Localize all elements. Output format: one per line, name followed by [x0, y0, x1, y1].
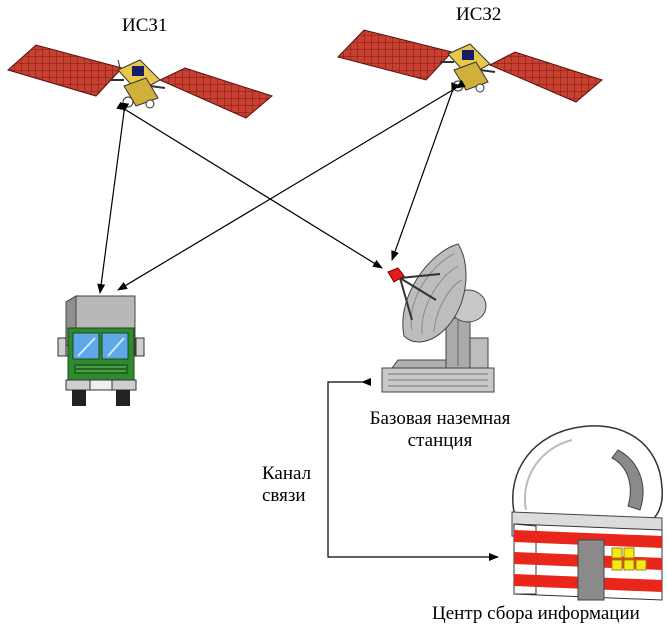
- satellite-dish-icon: [381, 243, 495, 393]
- link-sat2-station: [391, 82, 459, 261]
- data-center-building-icon: [511, 425, 663, 601]
- satellite-1-label: ИСЗ1: [122, 15, 168, 36]
- satellite-2-label: ИСЗ2: [456, 4, 502, 25]
- ground-station-label-line2: станция: [407, 430, 473, 451]
- radio-links: [97, 79, 499, 561]
- channel-label-line2: связи: [262, 485, 306, 506]
- ground-station-label: Базовая наземная станция: [360, 408, 520, 452]
- link-sat1-truck: [97, 102, 130, 294]
- satellite-2-icon: [337, 29, 604, 103]
- ground-station-label-line1: Базовая наземная: [369, 408, 511, 429]
- link-sat2-truck: [117, 79, 466, 291]
- channel-label-line1: Канал: [262, 463, 312, 484]
- link-sat1-station: [116, 101, 383, 269]
- link-station-center: [327, 378, 499, 561]
- satellite-1-icon: [6, 44, 274, 119]
- channel-label: Канал связи: [262, 463, 311, 507]
- truck-icon: [57, 295, 145, 406]
- info-center-label: Центр сбора информации: [432, 603, 640, 624]
